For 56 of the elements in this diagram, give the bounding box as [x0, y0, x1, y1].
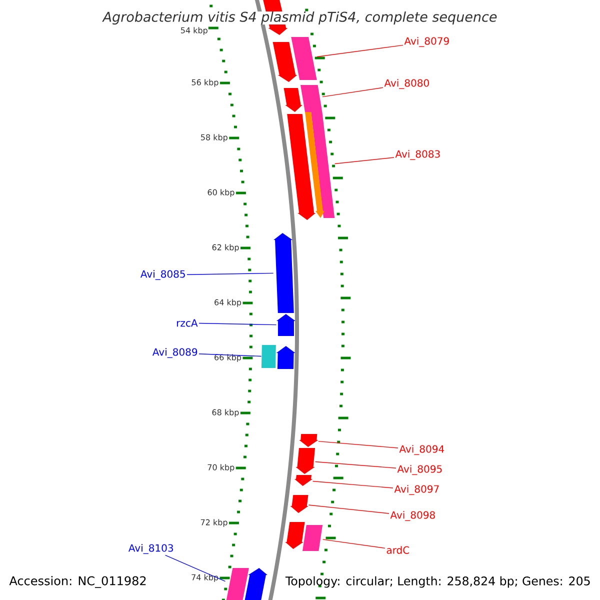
scale-label: 64 kbp: [214, 299, 242, 307]
leader-line: [198, 354, 262, 357]
gene-block: [296, 448, 316, 474]
gene-block: [311, 112, 335, 218]
gene-label: Avi_8083: [395, 150, 440, 160]
gene-block: [272, 42, 298, 82]
leader-line: [312, 480, 394, 488]
title: Agrobacterium vitis S4 plasmid pTiS4, complete sequence: [102, 11, 498, 25]
scale-label: 74 kbp: [192, 574, 218, 582]
gene-block: [299, 434, 318, 447]
scale-label: 72 kbp: [200, 519, 228, 527]
leader-line: [314, 461, 396, 468]
leader-line: [322, 539, 386, 549]
gene-block: [276, 314, 296, 336]
leader-line: [198, 322, 277, 326]
gene-block: [287, 114, 316, 220]
gene-block: [261, 345, 276, 368]
gene-label: Avi_8098: [390, 511, 435, 521]
scale-label: 62 kbp: [212, 244, 239, 252]
scale-label: 58 kbp: [201, 134, 228, 142]
gene-label: Avi_8095: [397, 465, 442, 475]
scale-label: 54 kbp: [181, 27, 208, 35]
leader-line: [308, 504, 390, 514]
scale-label: 68 kbp: [212, 409, 239, 417]
gene-label: ardC: [386, 546, 410, 554]
gene-label: Avi_8094: [399, 445, 444, 455]
leader-line: [322, 87, 384, 98]
leader-line: [318, 440, 398, 448]
gene-label: Avi_8085: [140, 270, 185, 280]
gene-block: [294, 475, 313, 486]
gene-block: [302, 525, 323, 551]
gene-block: [291, 37, 317, 80]
gene-block: [290, 495, 308, 513]
scale-label: 70 kbp: [208, 464, 234, 472]
topology-label: Topology: circular; Length: 258,824 bp; Genes: 205: [285, 576, 590, 588]
gene-label: Avi_8079: [404, 37, 449, 47]
leader-line: [164, 554, 226, 582]
gene-block: [305, 112, 324, 218]
gene-block: [285, 522, 305, 549]
gene-block: [300, 85, 322, 112]
gene-block: [244, 568, 268, 600]
gene-label: Avi_8097: [394, 485, 439, 495]
leader-line: [334, 157, 394, 164]
accession-label: Accession: NC_011982: [9, 576, 146, 588]
gene-label: rzcA: [177, 319, 198, 327]
scale-label: 56 kbp: [192, 79, 218, 87]
gene-block: [274, 233, 294, 313]
gene-block: [284, 88, 302, 112]
leader-line: [186, 272, 274, 275]
gene-label: Avi_8089: [152, 348, 198, 358]
gene-label: Avi_8103: [128, 544, 173, 554]
leader-line: [316, 44, 404, 58]
scale-label: 60 kbp: [208, 189, 234, 197]
gene-block: [276, 346, 296, 369]
gene-label: Avi_8080: [384, 79, 429, 89]
gene-block: [225, 568, 249, 600]
